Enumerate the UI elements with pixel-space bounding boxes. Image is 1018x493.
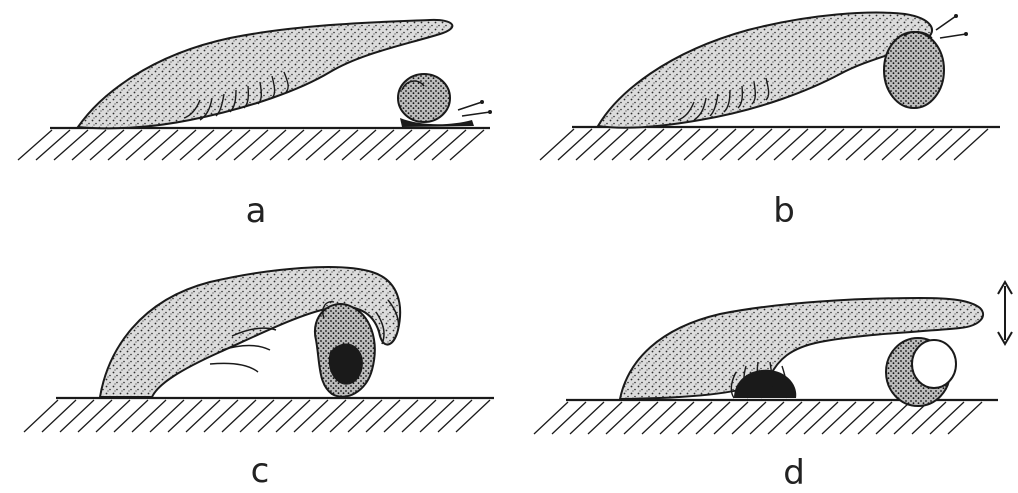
ground-b: [540, 127, 1000, 160]
panel-label-b: b: [773, 191, 795, 231]
panel-c: c: [24, 267, 494, 491]
panel-label-d: d: [783, 453, 805, 493]
planarian-a: [78, 20, 452, 128]
panel-a: a: [18, 20, 492, 231]
panel-label-c: c: [251, 451, 270, 491]
panel-d: d: [534, 282, 1012, 493]
planarian-b: [598, 13, 932, 128]
ground-c: [24, 398, 494, 432]
ground-a: [18, 128, 490, 160]
double-arrow-icon: [998, 282, 1012, 344]
panel-b: b: [540, 13, 1000, 231]
snail-c: [315, 302, 375, 397]
panel-label-a: a: [246, 191, 267, 231]
snail-a: [398, 74, 492, 127]
snail-shell-d: [886, 338, 956, 406]
